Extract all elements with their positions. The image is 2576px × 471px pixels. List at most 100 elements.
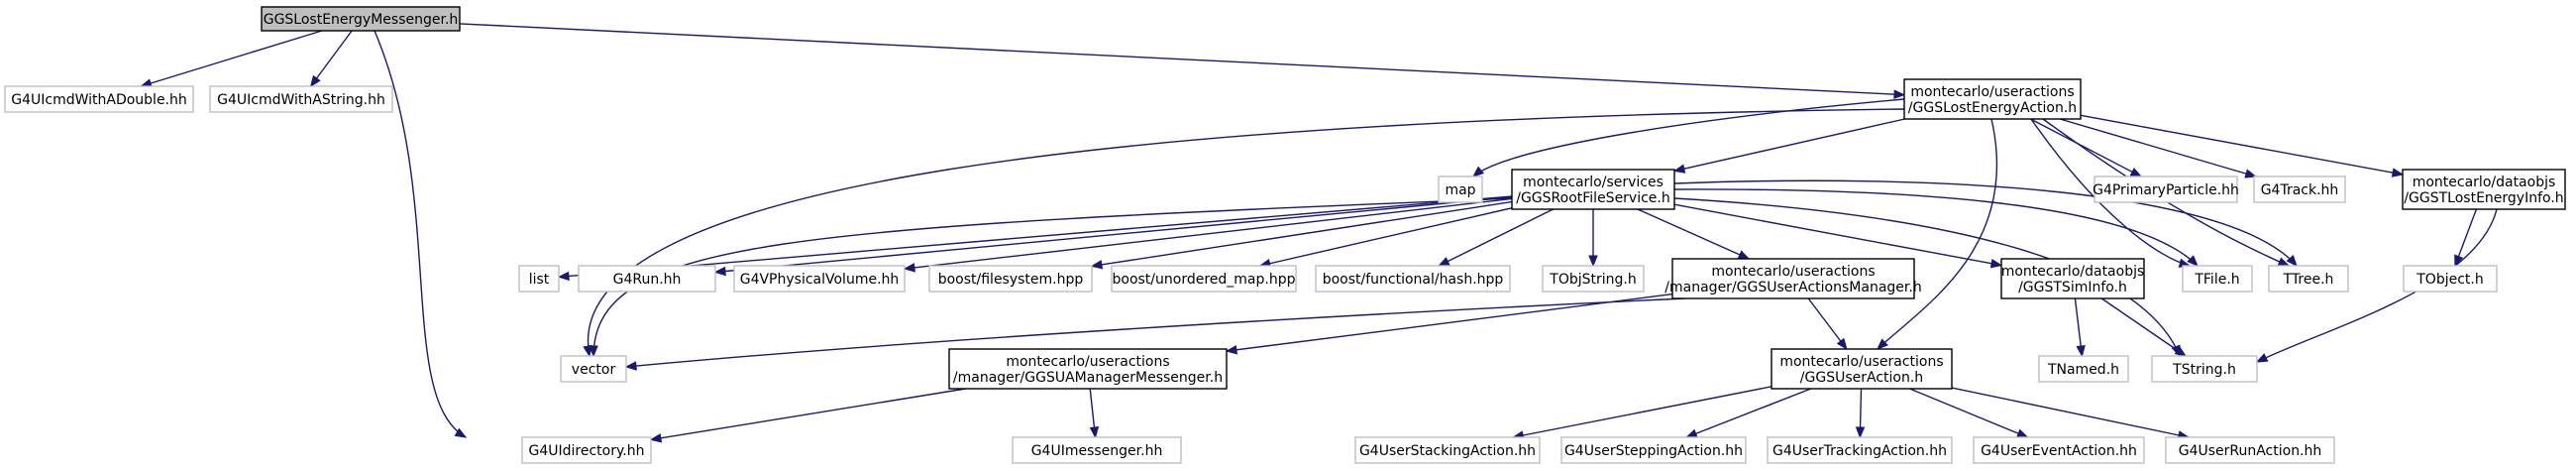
edge-useraction-to-g4runaction [1951,387,2189,438]
node-label: TNamed.h [2047,362,2119,378]
node-g4runaction: G4UserRunAction.hh [2165,436,2335,464]
node-box [2093,176,2238,203]
edge-rootfile-to-tfile [1673,188,2199,267]
node-label: montecarlo/useractions [1910,84,2074,100]
node-label: G4Track.hh [2261,182,2339,198]
node-g4track: G4Track.hh [2253,176,2346,203]
edge-lostaction-to-g4track [2059,118,2256,177]
edge-uamessenger-to-g4uidir [650,388,966,441]
node-tstring: TString.h [2151,355,2258,383]
node-label: boost/functional/hash.hpp [1323,272,1504,288]
edge-arrowhead [1588,255,1598,268]
node-box [2165,436,2335,464]
node-label: boost/unordered_map.hpp [1113,272,1296,288]
edge-arrowhead [2391,168,2405,177]
node-label: montecarlo/useractions [1711,264,1875,280]
node-box [209,85,393,113]
node-vector: vector [560,355,627,383]
node-box [261,6,461,32]
edge-arrowhead [1225,345,1238,355]
node-label: TObjString.h [1549,272,1636,288]
file-nodes: GGSLostEnergyMessenger.hG4UIcmdWithADoub… [4,6,2566,464]
node-lostaction[interactable]: montecarlo/useractions/GGSLostEnergyActi… [1903,78,2082,120]
edge-rootfile-to-bhash [1438,208,1554,267]
edge-arrowhead [1090,260,1104,270]
node-g4tracking: G4UserTrackingAction.hh [1767,436,1953,464]
node-g4stepping: G4UserSteppingAction.hh [1560,436,1747,464]
node-uamanager[interactable]: montecarlo/useractions/manager/GGSUserAc… [1664,258,1922,299]
node-label: TObject.h [2415,272,2483,288]
edge-arrowhead [1471,166,1485,177]
edge-lostaction-to-tfile [2030,118,2191,267]
edge-arrowhead [1737,250,1751,260]
edge-rootfile-to-tstring [1673,197,2181,357]
node-box [1973,436,2145,464]
edge-lostaction-to-useraction [1877,118,1998,350]
edge-root-to-g4cmdstring [310,30,353,87]
edge-arrowhead [1685,428,1698,438]
node-label: montecarlo/services [1523,175,1664,190]
edge-arrowhead [624,361,637,371]
edge-rootfile-to-siminfo [1673,203,2002,267]
node-box [1671,258,1915,299]
node-label: G4UserTrackingAction.hh [1772,443,1947,459]
node-label: /GGSTLostEnergyInfo.h [2404,190,2563,206]
node-label: montecarlo/dataobjs [2413,175,2556,190]
node-root[interactable]: GGSLostEnergyMessenger.h [261,6,461,32]
edge-arrowhead [1672,164,1686,174]
node-box [2268,265,2349,293]
node-ttree: TTree.h [2268,265,2349,293]
node-box [521,436,652,464]
node-box [518,265,560,293]
node-label: /GGSUserAction.h [1800,370,1923,386]
node-box [1111,265,1297,293]
edge-useraction-to-g4event [1909,388,2028,438]
edge-arrowhead [1855,426,1866,439]
node-map: map [1438,176,1483,203]
node-useraction[interactable]: montecarlo/useractions/GGSUserAction.h [1771,348,1953,390]
node-label: /GGSLostEnergyAction.h [1908,100,2077,116]
edge-arrowhead [1438,257,1450,267]
node-label: /manager/GGSUserActionsManager.h [1664,280,1921,295]
node-label: /manager/GGSUAManagerMessenger.h [953,370,1223,386]
node-tfile: TFile.h [2182,265,2253,293]
node-label: TString.h [2172,362,2236,378]
edge-arrowhead [583,344,592,358]
node-label: G4UserEventAction.hh [1981,443,2137,459]
edge-arrowhead [2255,353,2269,363]
node-label: map [1445,182,1475,198]
node-box [560,355,627,383]
dependency-edges [140,23,2498,443]
edge-lostaction-to-map [1472,98,1905,177]
node-label: list [529,272,550,288]
node-box [1542,265,1645,293]
edge-rootfile-to-g4vphys [904,197,1513,270]
edge-root-to-g4uidir [374,30,467,438]
node-label: G4UserRunAction.hh [2179,443,2322,459]
edge-lostaction-to-g4primary [2030,118,2142,177]
node-label: /GGSRootFileService.h [1516,190,1670,206]
node-g4uidir: G4UIdirectory.hh [521,436,652,464]
edge-rootfile-to-vector [592,197,1513,357]
edge-lostaction-to-lostinfo [2080,114,2404,176]
node-box [733,265,906,293]
edge-arrowhead [589,345,598,358]
edge-lostaction-to-rootfile [1673,118,1905,173]
node-bhash: boost/functional/hash.hpp [1315,265,1511,293]
node-box [2000,258,2145,299]
edge-arrowhead [649,433,663,443]
edge-uamanager-to-useraction [1807,297,1848,350]
edge-root-to-g4cmddouble [141,30,323,87]
node-uamessenger[interactable]: montecarlo/useractions/manager/GGSUAMana… [948,348,1228,390]
node-siminfo[interactable]: montecarlo/dataobjs/GGSTSimInfo.h [2000,258,2145,299]
edge-arrowhead [2129,167,2143,177]
edge-useraction-to-g4stacking [1513,386,1772,438]
node-label: TFile.h [2194,272,2239,288]
edge-root-to-lostaction [459,23,1905,96]
node-label: G4UIcmdWithADouble.hh [11,92,187,108]
node-label: G4UIcmdWithAString.hh [217,92,385,108]
node-rootfile[interactable]: montecarlo/services/GGSRootFileService.h [1511,169,1675,210]
node-lostinfo[interactable]: montecarlo/dataobjs/GGSTLostEnergyInfo.h [2402,169,2566,210]
node-label: GGSLostEnergyMessenger.h [264,12,459,28]
